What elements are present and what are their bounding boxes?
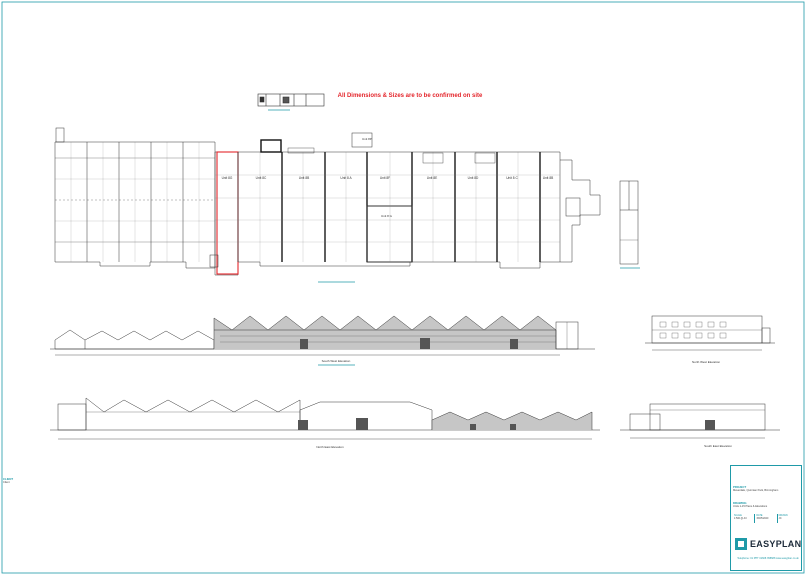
- unit-label: Unit 8 C: [506, 176, 518, 180]
- drawing-meta-row: SCALE 1:500 @ A3 DATE 15/05/2020 DRAWN J…: [733, 514, 799, 523]
- project-label: PROJECT: [733, 485, 747, 489]
- drawn-label: DRAWN: [778, 514, 788, 517]
- project-value: Maverdale, Quinnian Park, Birmingham: [733, 489, 779, 493]
- client-label: CLIENT: [3, 477, 14, 481]
- caption-south-east: South East Elevation: [704, 444, 732, 448]
- unit-label: Unit 8B: [299, 176, 309, 180]
- unit-label: Unit 8C: [256, 176, 267, 180]
- top-detail-plan: [257, 93, 325, 111]
- unit-label: Unit 8D: [468, 176, 479, 180]
- scale-label: SCALE: [734, 514, 742, 517]
- unit-label: Unit 8 A: [340, 176, 352, 180]
- project-section: PROJECT Maverdale, Quinnian Park, Birmin…: [733, 485, 799, 493]
- unit-label: Unit 8G: [222, 176, 233, 180]
- highlighted-unit: [216, 151, 239, 275]
- date-label: DATE: [756, 514, 763, 517]
- unit-label: Unit 8F: [380, 176, 390, 180]
- unit-upper-label: Unit 8P: [362, 137, 372, 141]
- drawn-value: JC: [778, 517, 782, 520]
- date-cell: DATE 15/05/2020: [755, 514, 778, 523]
- client-section: CLIENT Client: [3, 477, 69, 485]
- scale-cell: SCALE 1:500 @ A3: [733, 514, 756, 523]
- north-west-elevation: [645, 315, 775, 351]
- drawing-value: Units 1-15 Plans & Elevations: [733, 505, 768, 509]
- scale-value: 1:500 @ A3: [734, 517, 747, 520]
- caption-north-west: North West Elevation: [692, 360, 720, 364]
- drawing-section: DRAWING Units 1-15 Plans & Elevations: [733, 501, 799, 509]
- contact-info: Telephone: 01 PHT 01608 358688 www.easyp…: [737, 557, 799, 560]
- logo-mark-icon: [735, 538, 747, 550]
- north-east-elevation: [50, 397, 600, 440]
- unit-label: Unit 8E: [427, 176, 437, 180]
- unit-label: Unit 8B: [543, 176, 553, 180]
- unit-labels: Unit 8G Unit 8C Unit 8B Unit 8 A Unit 8F Unit…: [222, 176, 554, 180]
- drawn-cell: DRAWN JC: [778, 514, 799, 523]
- south-east-elevation: [620, 403, 780, 439]
- caption-south-west: South West Elevation: [322, 359, 351, 363]
- client-value: Client: [3, 481, 10, 485]
- drawing-label: DRAWING: [733, 501, 747, 505]
- ground-floor-plan: [54, 127, 640, 283]
- logo-wordmark: EASYPLAN: [750, 539, 802, 549]
- title-block: [730, 465, 802, 571]
- date-value: 15/05/2020: [756, 517, 769, 520]
- company-logo: EASYPLAN: [735, 538, 801, 550]
- unit-lower-label: Unit 8 G: [381, 214, 393, 218]
- confirm-notice: All Dimensions & Sizes are to be confirm…: [337, 93, 483, 99]
- caption-north-east: North East Elevation: [316, 445, 344, 449]
- south-west-elevation: [50, 315, 595, 366]
